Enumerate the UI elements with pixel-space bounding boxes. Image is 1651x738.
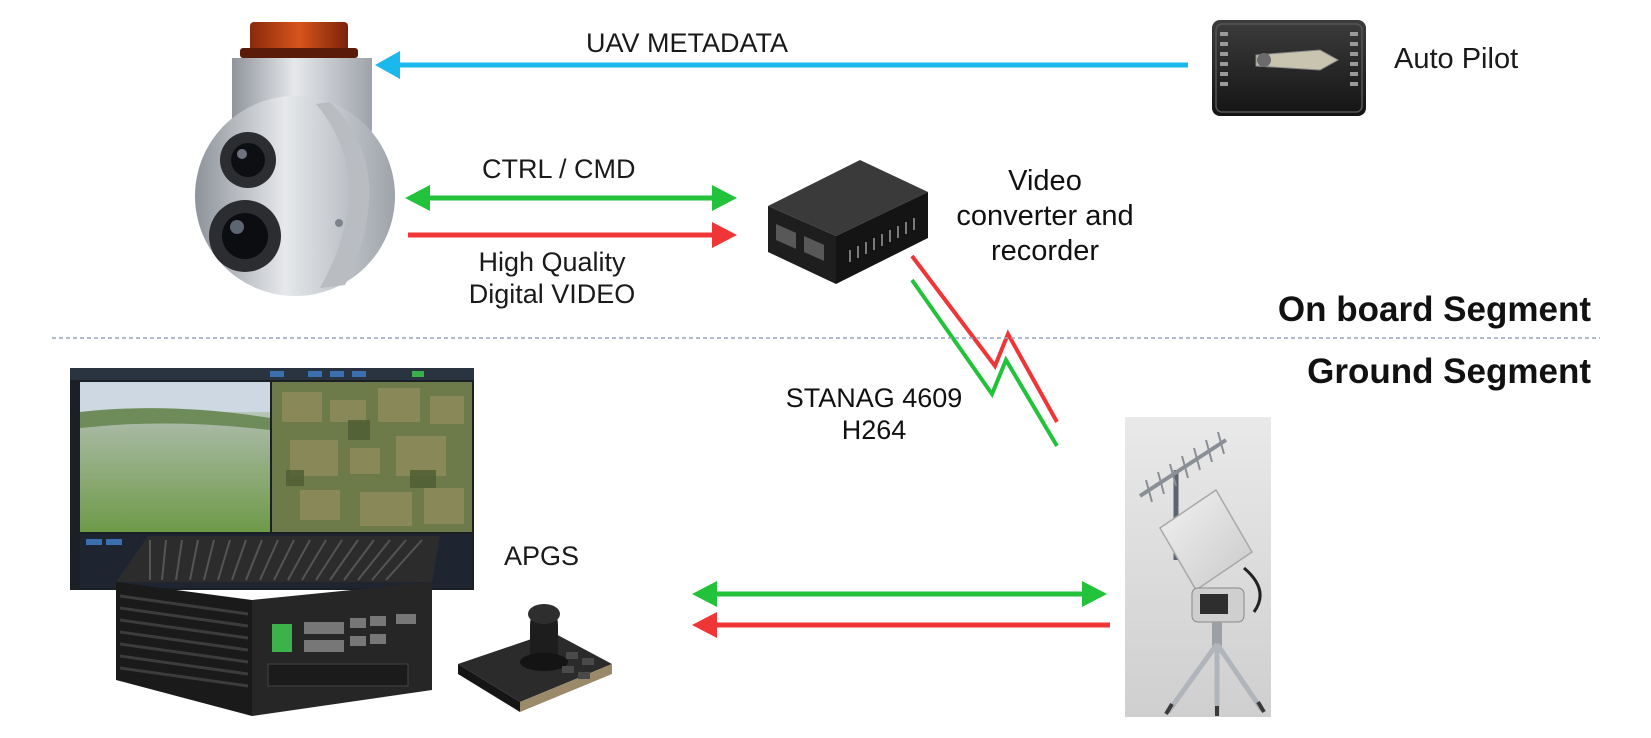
tracking-antenna-image xyxy=(1125,417,1271,717)
industrial-pc-image xyxy=(116,536,440,716)
ctrl-cmd-label: CTRL / CMD xyxy=(482,154,636,184)
uav-metadata-label: UAV METADATA xyxy=(586,28,789,58)
video-converter-label: Video converter and recorder xyxy=(940,164,1150,269)
video-converter-line2: converter and xyxy=(956,200,1134,232)
ground-segment-title: Ground Segment xyxy=(1307,352,1591,391)
video-converter-line3: recorder xyxy=(991,235,1099,267)
ground-ctrl-arrow xyxy=(692,581,1107,607)
stanag-line2: H264 xyxy=(841,415,907,445)
hq-video-label: High Quality Digital VIDEO xyxy=(452,246,652,310)
ctrl-cmd-arrow xyxy=(405,185,737,211)
joystick-controller-image xyxy=(458,604,612,712)
radio-link-zigzag xyxy=(910,254,1059,448)
gimbal-camera-image xyxy=(195,22,395,296)
apgs-label: APGS xyxy=(504,541,580,571)
ground-video-arrow xyxy=(692,612,1110,638)
hq-video-line1: High Quality xyxy=(478,247,626,277)
video-converter-image xyxy=(768,160,928,284)
hq-video-arrow xyxy=(408,222,737,248)
auto-pilot-label: Auto Pilot xyxy=(1394,43,1519,75)
on-board-segment-title: On board Segment xyxy=(1277,290,1591,329)
video-converter-line1: Video xyxy=(1008,165,1082,197)
autopilot-device-image xyxy=(1212,20,1366,116)
hq-video-line2: Digital VIDEO xyxy=(468,279,636,309)
stanag-label: STANAG 4609 H264 xyxy=(774,382,974,446)
uav-metadata-arrow xyxy=(375,51,1188,79)
stanag-line1: STANAG 4609 xyxy=(785,383,963,413)
